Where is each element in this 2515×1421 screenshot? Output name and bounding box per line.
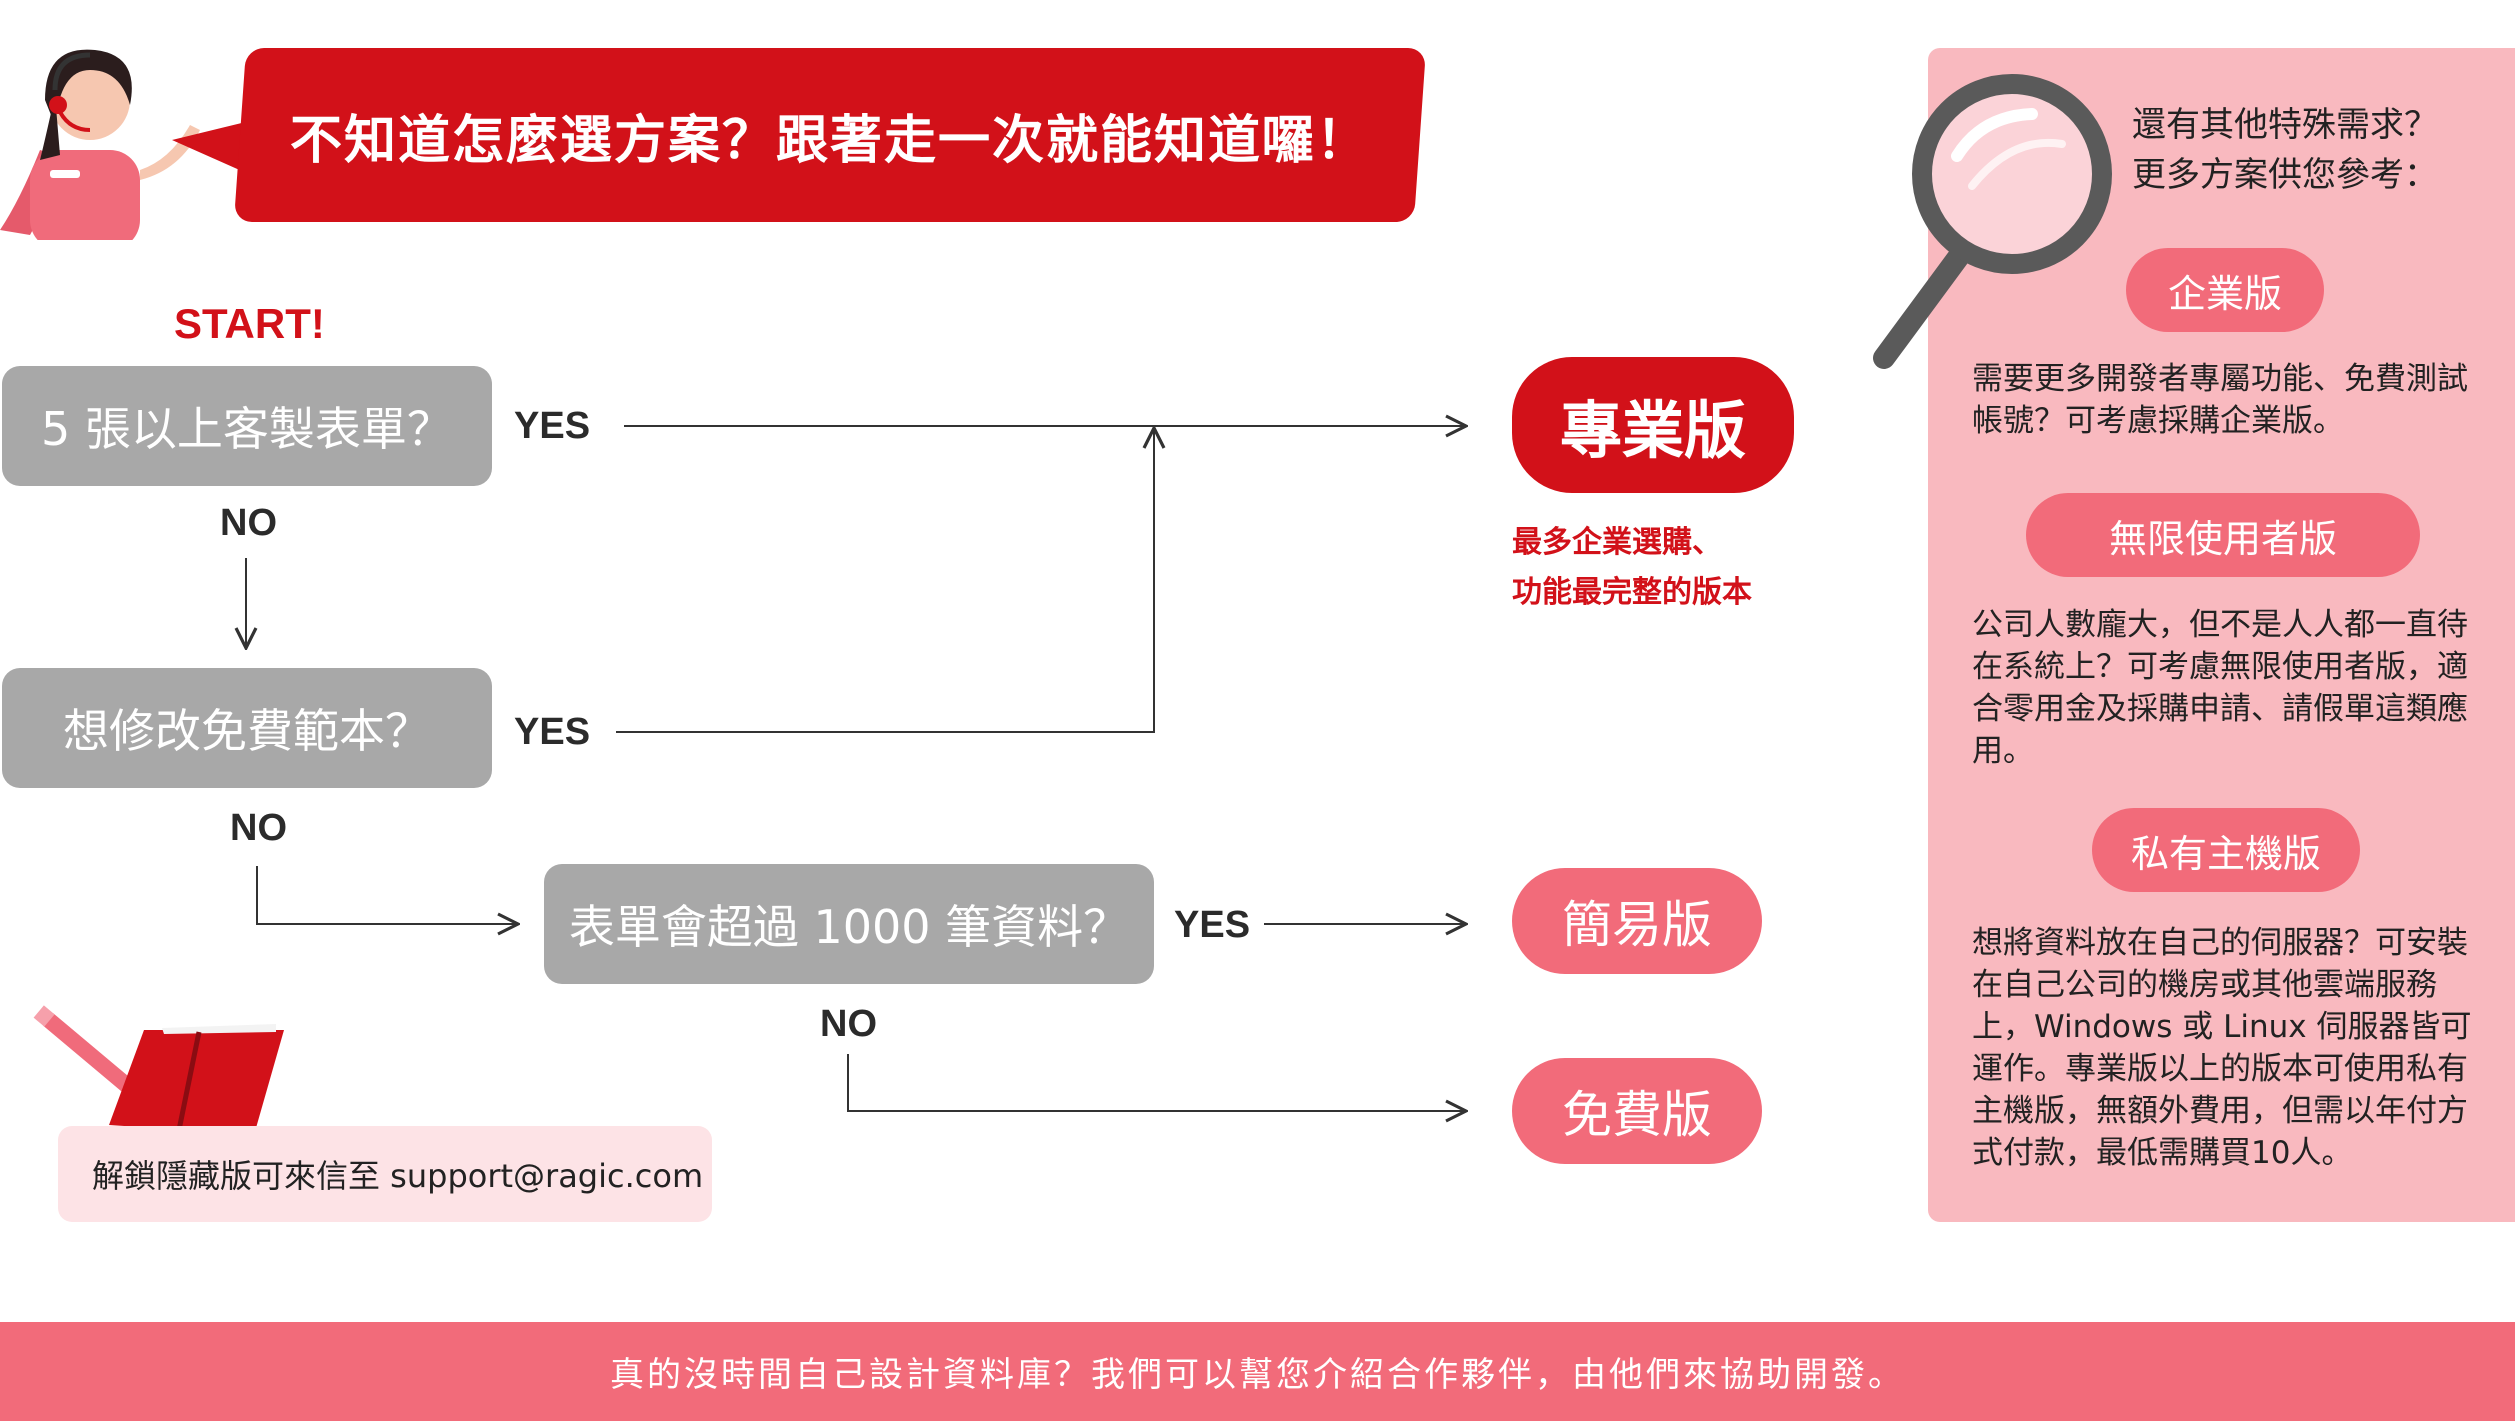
question-custom-forms: 5 張以上客製表單？ [2, 366, 492, 486]
plan-private-badge: 私有主機版 [2092, 808, 2360, 892]
plan-pro-description: 最多企業選購、 功能最完整的版本 [1512, 518, 1752, 618]
pencil-book-illustration [33, 1005, 284, 1135]
plan-unlimited-description: 公司人數龐大，但不是人人都一直待在系統上？可考慮無限使用者版，適合零用金及採購申… [1972, 607, 2468, 769]
plan-private-description: 想將資料放在自己的伺服器？可安裝在自己公司的機房或其他雲端服務上，Windows… [1972, 925, 2472, 1171]
no-label-q3: NO [820, 1003, 877, 1045]
question-modify-template: 想修改免費範本？ [2, 668, 492, 788]
magnifier-icon [1873, 74, 2112, 369]
unlock-email-note: 解鎖隱藏版可來信至 support@ragic.com [58, 1126, 712, 1222]
page-title: 不知道怎麼選方案？跟著走一次就能知道囉！ [289, 110, 1370, 171]
flow-connectors [0, 0, 1500, 1150]
arrow-q3-to-free [847, 1054, 1466, 1111]
arrow-q2-to-q3 [256, 866, 518, 924]
panel-intro: 還有其他特殊需求？ 更多方案供您參考： [2132, 100, 2492, 200]
plan-pro-desc-line2: 功能最完整的版本 [1512, 575, 1752, 610]
panel-intro-line2: 更多方案供您參考： [2132, 155, 2438, 195]
plan-pro-desc-line1: 最多企業選購、 [1512, 525, 1722, 560]
plan-enterprise-description: 需要更多開發者專屬功能、免費測試帳號？可考慮採購企業版。 [1972, 361, 2468, 439]
start-label: START! [174, 300, 325, 347]
arrow-q2-to-pro [616, 428, 1154, 733]
yes-label-q1: YES [514, 405, 591, 447]
no-label-q2: NO [230, 807, 287, 849]
support-agent-illustration [0, 49, 200, 240]
panel-intro-line1: 還有其他特殊需求？ [2132, 105, 2438, 145]
plan-unlimited-badge: 無限使用者版 [2026, 493, 2420, 577]
plan-free-badge: 免費版 [1512, 1058, 1762, 1164]
no-label-q1: NO [220, 502, 277, 544]
partner-footer-banner: 真的沒時間自己設計資料庫？我們可以幫您介紹合作夥伴，由他們來協助開發。 [0, 1322, 2515, 1421]
plan-basic-badge: 簡易版 [1512, 868, 1762, 974]
plan-pro-badge: 專業版 [1512, 357, 1794, 493]
yes-label-q2: YES [514, 711, 591, 753]
question-over-1000-records: 表單會超過 1000 筆資料？ [544, 864, 1154, 984]
plan-enterprise-badge: 企業版 [2126, 248, 2324, 332]
yes-label-q3: YES [1174, 904, 1251, 946]
